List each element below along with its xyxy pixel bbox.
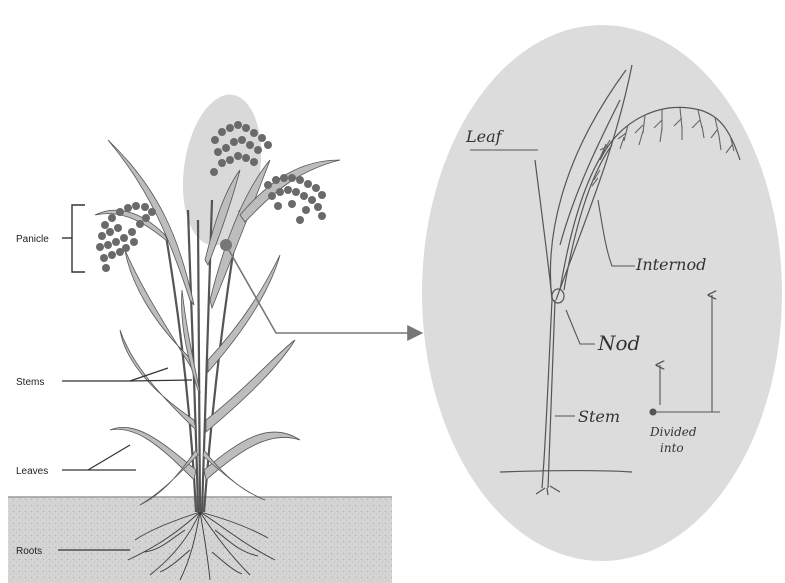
label-stems: Stems (16, 377, 44, 388)
label-panicle: Panicle (16, 234, 49, 245)
label-roots: Roots (16, 546, 42, 557)
label-divided: Divided (649, 425, 697, 439)
panicle-bracket (62, 205, 85, 272)
label-leaf: Leaf (465, 127, 505, 146)
label-into: into (660, 441, 684, 455)
label-stem: Stem (578, 407, 620, 426)
label-node: Nod (597, 331, 640, 355)
label-leaves: Leaves (16, 466, 48, 477)
leaves-leader-lines (62, 445, 136, 470)
label-internode: Internod (635, 255, 706, 274)
stems-leader-lines (62, 368, 192, 381)
zoom-connector-arrow (226, 245, 420, 333)
panicle-grains-right (264, 174, 326, 224)
